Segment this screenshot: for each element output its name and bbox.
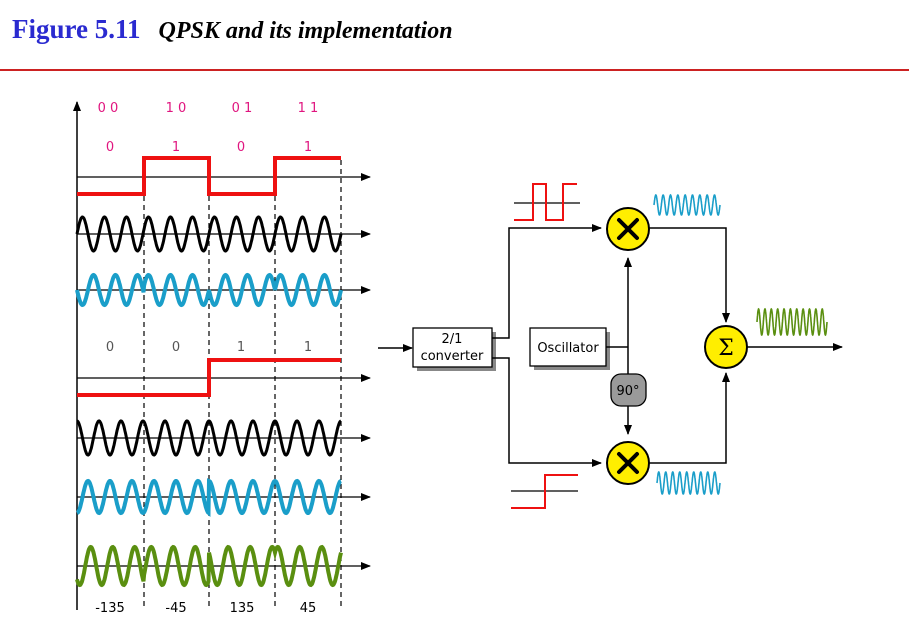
bit-pair-label: 0 1	[232, 101, 253, 116]
i-bit-label: 1	[304, 140, 312, 155]
i-mixer-to-summer	[649, 227, 730, 323]
phase-shift-label: 90°	[616, 384, 639, 399]
figure-number: Figure 5.11	[12, 14, 141, 44]
q-bit-signal	[77, 358, 341, 397]
i-mixer-output-wave	[653, 193, 721, 217]
i-branch-line	[492, 224, 602, 339]
phase-label: 135	[230, 601, 255, 616]
q-input-signal-icon	[511, 474, 578, 509]
i-bit-signal	[77, 156, 341, 196]
block-diagram: 2/1 converter Oscillator 90°	[378, 183, 843, 509]
bit-pair-label: 1 0	[166, 101, 187, 116]
i-carrier-wave	[75, 215, 343, 253]
figure-caption: QPSK and its implementation	[158, 18, 453, 44]
q-mixer-multiply-icon	[617, 452, 639, 474]
timing-diagram: 0 0 1 0 0 1 1 1 0 1 0 1 0 0 1 1 -135 -45…	[73, 101, 371, 616]
converter-label-line2: converter	[421, 349, 484, 364]
figure-title: Figure 5.11 QPSK and its implementation	[12, 14, 453, 45]
qpsk-output-icon-wave	[756, 307, 828, 337]
title-rule	[0, 69, 909, 71]
bit-pair-label: 0 0	[98, 101, 119, 116]
i-bit-label: 0	[237, 140, 245, 155]
q-carrier-wave	[76, 419, 342, 457]
q-mixer-output-wave	[656, 471, 721, 495]
qpsk-output-wave	[75, 544, 343, 588]
q-mixer-to-summer	[649, 372, 730, 464]
phase-label: -135	[95, 601, 125, 616]
q-branch-line	[492, 357, 602, 467]
converter-box	[412, 327, 493, 368]
sum-icon: Σ	[718, 336, 734, 361]
i-bit-label: 0	[106, 140, 114, 155]
i-bit-label: 1	[172, 140, 180, 155]
q-bit-label: 1	[304, 340, 312, 355]
oscillator-label: Oscillator	[537, 341, 599, 356]
converter-label-line1: 2/1	[442, 332, 463, 347]
i-input-signal-icon	[514, 183, 580, 221]
phase-label: 45	[300, 601, 317, 616]
q-bit-label: 0	[106, 340, 114, 355]
q-bit-label: 0	[172, 340, 180, 355]
bit-pair-label: 1 1	[298, 101, 319, 116]
phase-label: -45	[165, 601, 186, 616]
q-modulated-wave	[76, 478, 342, 518]
i-modulated-wave	[75, 272, 343, 308]
i-mixer-multiply-icon	[617, 218, 639, 240]
q-bit-label: 1	[237, 340, 245, 355]
